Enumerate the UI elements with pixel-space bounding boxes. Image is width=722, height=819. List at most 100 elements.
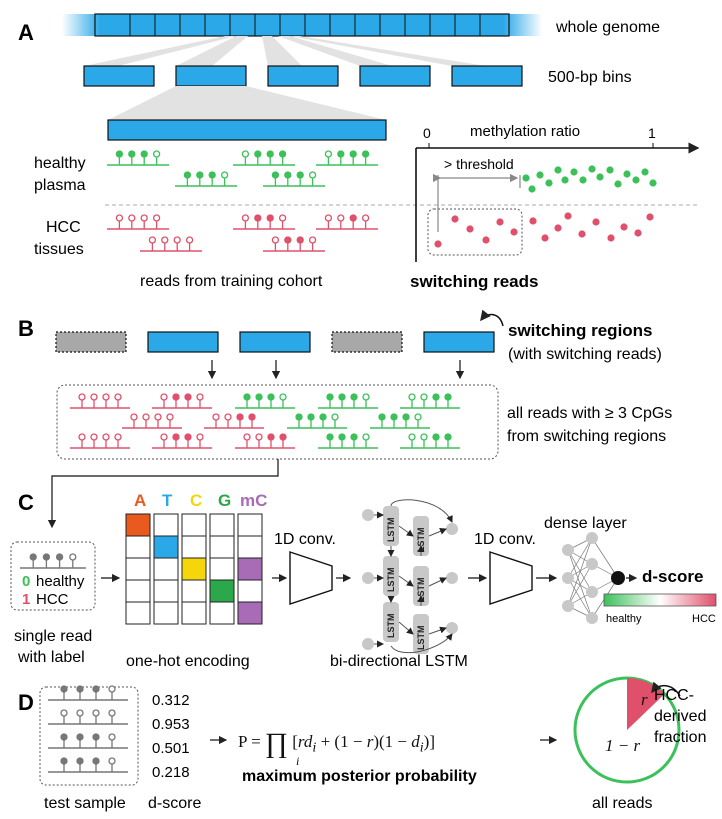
threshold-arrow xyxy=(432,173,521,232)
test-read xyxy=(48,709,128,725)
whole-genome-bar xyxy=(62,13,542,37)
lstm-input-node xyxy=(362,509,374,521)
hcc-dot xyxy=(634,229,642,237)
regions-row xyxy=(55,331,495,353)
lstm-output-node xyxy=(446,572,458,584)
healthy-dot xyxy=(570,168,578,176)
dscore-label: d-score xyxy=(642,567,703,586)
hcc-dot xyxy=(578,230,586,238)
hcc-read xyxy=(122,413,182,429)
product-symbol: ∏ xyxy=(264,728,288,759)
hcc-dot xyxy=(451,215,459,223)
one-hot-cell xyxy=(153,601,179,625)
reads-caption: reads from training cohort xyxy=(140,273,323,290)
single-read xyxy=(20,553,86,569)
hcc-fraction-label-2: derived xyxy=(654,708,706,725)
single-read-box xyxy=(10,541,96,611)
one-hot-cell xyxy=(181,557,207,581)
base-header: mC xyxy=(240,491,267,510)
max-posterior-label: maximum posterior probability xyxy=(242,768,477,785)
healthy-read xyxy=(400,393,460,409)
hcc-read xyxy=(316,214,378,230)
dense-input-node xyxy=(562,600,574,612)
healthy-read xyxy=(316,150,378,166)
healthy-read xyxy=(107,150,169,166)
hcc-dot xyxy=(592,218,600,226)
one-hot-cell xyxy=(153,535,179,559)
healthy-read xyxy=(287,413,347,429)
formula-body: [rdi + (1 − r)(1 − di)] xyxy=(292,732,435,756)
test-read xyxy=(48,685,128,701)
panel-label-d: D xyxy=(18,690,34,715)
healthy-dot xyxy=(596,173,604,181)
dscore-value: 0.501 xyxy=(152,740,190,757)
dense-hidden-node xyxy=(586,558,598,570)
lstm-cell xyxy=(413,614,429,654)
hcc-read xyxy=(152,393,212,409)
output-node xyxy=(611,571,625,585)
one-hot-cell xyxy=(181,535,207,559)
bins-row xyxy=(83,65,523,87)
healthy-dot xyxy=(641,168,649,176)
bins-label: 500-bp bins xyxy=(548,69,632,86)
training-reads xyxy=(107,150,378,252)
single-read-label-2: with label xyxy=(17,649,85,666)
dense-layer-label: dense layer xyxy=(544,515,627,532)
zoomed-bin xyxy=(107,119,387,141)
one-hot-cell xyxy=(125,579,151,603)
dense-hidden-node xyxy=(586,586,598,598)
all-reads-label-2: from switching regions xyxy=(507,428,666,445)
dscore-column-label: d-score xyxy=(148,795,201,812)
test-sample-label: test sample xyxy=(44,795,126,812)
one-hot-cell xyxy=(125,513,151,537)
hcc-dot xyxy=(541,234,549,242)
dense-input-node xyxy=(562,572,574,584)
lstm-cell-label: LSTM xyxy=(386,614,396,639)
hcc-dot xyxy=(529,217,537,225)
base-header: T xyxy=(162,491,173,510)
one-hot-cell xyxy=(209,535,235,559)
hcc-read xyxy=(107,214,169,230)
one-hot-cell xyxy=(181,601,207,625)
one-hot-cell xyxy=(237,601,263,625)
one-hot-cell xyxy=(153,579,179,603)
conv1-trapezoid xyxy=(289,551,333,605)
hcc-read xyxy=(70,433,130,449)
scale-hcc-label: HCC xyxy=(692,613,716,625)
lstm-cell-label: LSTM xyxy=(416,528,426,553)
all-reads-label-1: all reads with ≥ 3 CpGs xyxy=(507,405,672,422)
curved-arrow-d xyxy=(651,681,681,697)
hcc-dot xyxy=(510,228,518,236)
test-read xyxy=(48,757,128,773)
bilstm-label: bi-directional LSTM xyxy=(330,653,468,670)
methylation-dots xyxy=(434,165,657,248)
pie-rest-label: 1 − r xyxy=(605,736,641,755)
hcc-dot xyxy=(564,212,572,220)
hcc-dot xyxy=(466,225,474,233)
healthy-dot xyxy=(528,185,536,193)
healthy-plasma-label-1: healthy xyxy=(34,155,86,172)
one-hot-cell xyxy=(209,513,235,537)
dense-network xyxy=(562,532,638,624)
hcc-fraction-label-1: HCC- xyxy=(654,687,694,704)
dense-hidden-node xyxy=(586,612,598,624)
base-header: G xyxy=(218,491,231,510)
healthy-read xyxy=(175,171,237,187)
dense-hidden-node xyxy=(586,532,598,544)
lstm-cell xyxy=(413,566,429,606)
bin-zoom-fan xyxy=(108,86,386,120)
product-index: i xyxy=(296,754,300,768)
lstm-cell-label: LSTM xyxy=(416,578,426,603)
healthy-dot xyxy=(614,180,622,188)
healthy-read xyxy=(370,413,430,429)
healthy-dot xyxy=(554,166,562,174)
one-hot-cell xyxy=(209,557,235,581)
hcc-dot xyxy=(554,224,562,232)
lstm-output-node xyxy=(446,523,458,535)
hcc-read xyxy=(70,393,130,409)
switching-reads-box xyxy=(427,208,523,256)
healthy-dot xyxy=(522,174,530,182)
healthy-dot xyxy=(632,176,640,184)
healthy-dot xyxy=(536,171,544,179)
hcc-dot xyxy=(496,218,504,226)
